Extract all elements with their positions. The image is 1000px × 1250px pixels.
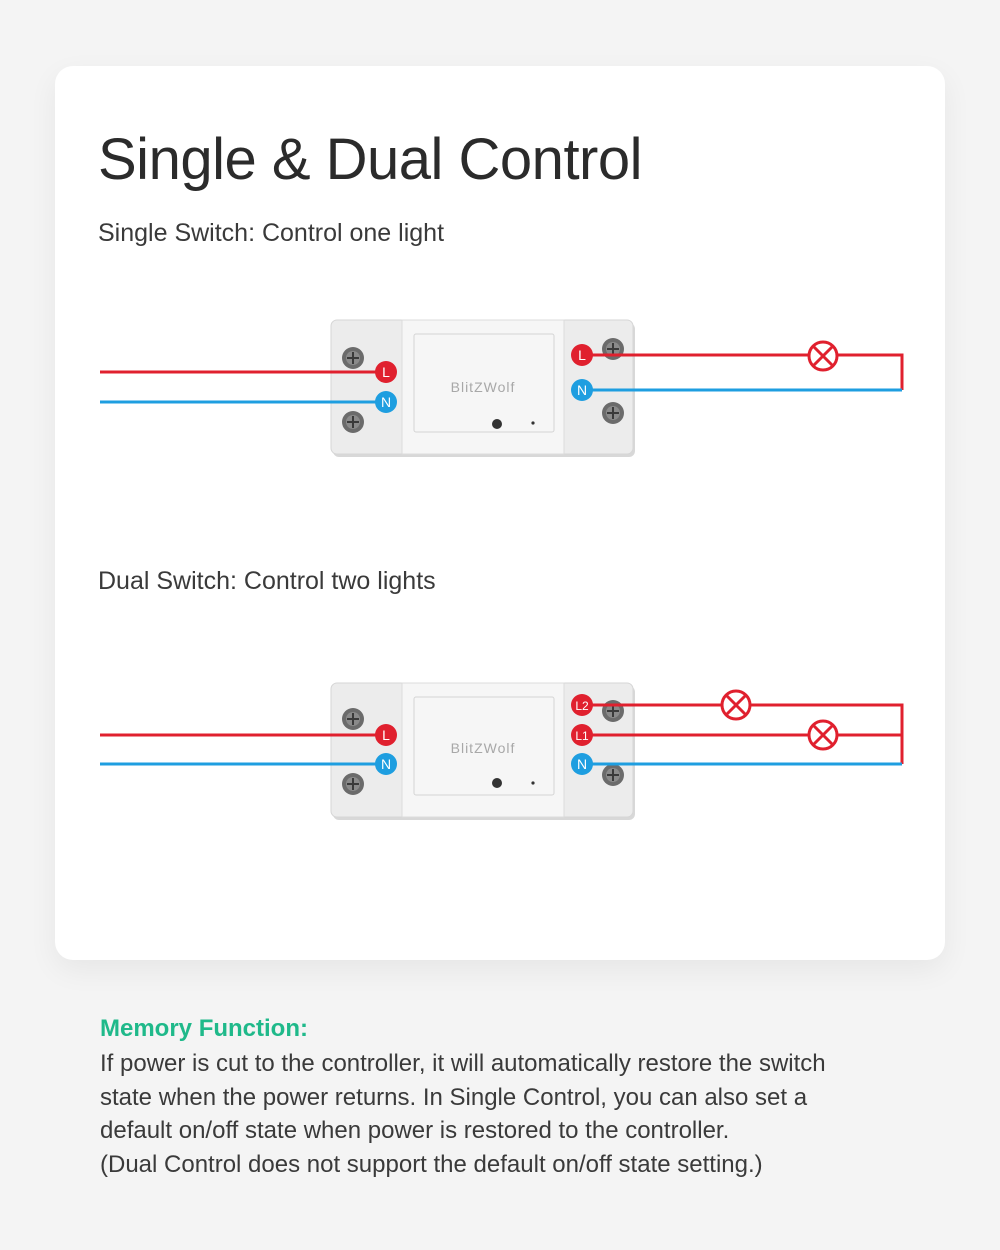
terminal-screw (342, 347, 364, 369)
live-output-wire-2 (582, 703, 904, 764)
switch-module: BlitZWolf (330, 682, 635, 820)
terminal-badge-live (571, 344, 593, 366)
description-line: state when the power returns. In Single … (100, 1083, 808, 1111)
switch-module: BlitZWolf (330, 319, 635, 457)
terminal-badge-neutral (375, 753, 397, 775)
terminal-screw (602, 700, 624, 722)
page-title: Single & Dual Control (98, 127, 643, 192)
terminal-badge-live-2 (571, 694, 593, 716)
live-output-wire (582, 353, 904, 390)
terminal-screw (342, 411, 364, 433)
terminal-label: L1 (575, 729, 589, 743)
terminal-screw (602, 338, 624, 360)
terminal-label: L2 (575, 699, 589, 713)
terminal-label: N (381, 756, 391, 772)
terminal-badge-neutral (571, 379, 593, 401)
dual-switch-diagram: BlitZWolf L N L2 L1 (100, 682, 904, 820)
dual-switch-caption: Dual Switch: Control two lights (98, 567, 436, 595)
terminal-label: N (577, 756, 587, 772)
terminal-badge-neutral (375, 391, 397, 413)
description-line: If power is cut to the controller, it wi… (100, 1050, 826, 1077)
terminal-badge-live (375, 361, 397, 383)
terminal-badge-live (375, 724, 397, 746)
terminal-screw (342, 708, 364, 730)
terminal-screw (602, 402, 624, 424)
terminal-label: N (577, 382, 587, 398)
terminal-label: L (578, 347, 586, 363)
single-switch-diagram: BlitZWolf L N L N (100, 319, 904, 457)
memory-function-heading: Memory Function: (100, 1015, 308, 1042)
description-line: (Dual Control does not support the defau… (100, 1150, 763, 1178)
terminal-label: N (381, 394, 391, 410)
light-bulb-icon (807, 719, 839, 751)
single-switch-caption: Single Switch: Control one light (98, 219, 445, 247)
description-line: default on/off state when power is resto… (100, 1117, 730, 1144)
light-bulb-icon (807, 340, 839, 372)
brand-label: BlitZWolf (451, 740, 516, 756)
terminal-label: L (382, 727, 390, 743)
memory-function-description: If power is cut to the controller, it wi… (100, 1047, 920, 1181)
light-bulb-icon (720, 689, 752, 721)
terminal-badge-live-1 (571, 724, 593, 746)
terminal-label: L (382, 364, 390, 380)
brand-label: BlitZWolf (451, 379, 516, 395)
terminal-screw (602, 764, 624, 786)
terminal-screw (342, 773, 364, 795)
terminal-badge-neutral (571, 753, 593, 775)
